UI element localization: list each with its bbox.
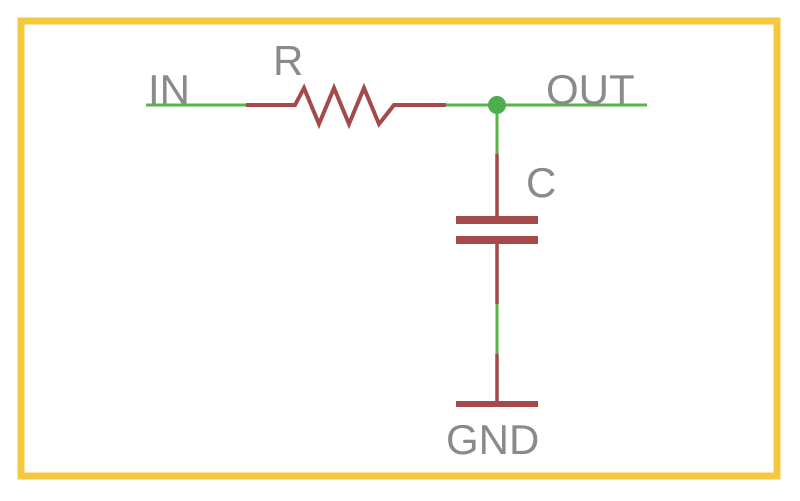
output-label: OUT	[546, 66, 635, 113]
schematic-frame	[17, 17, 781, 480]
ground-label: GND	[446, 416, 539, 463]
resistor-symbol	[246, 82, 446, 130]
resistor-label: R	[273, 37, 303, 84]
junction-dot	[488, 96, 506, 114]
capacitor-label: C	[526, 159, 556, 206]
input-label: IN	[148, 66, 190, 113]
